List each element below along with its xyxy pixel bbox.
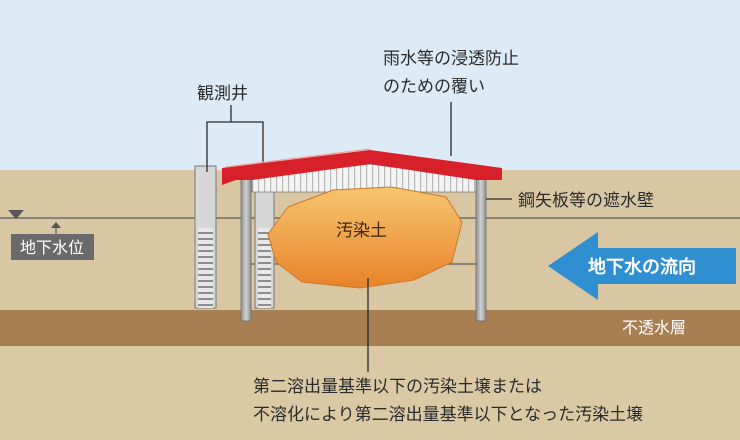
observation-well-callout-line (206, 121, 264, 172)
water-level-marker-icon (8, 210, 24, 219)
rain-cover-label-line2: のための覆い (383, 77, 485, 97)
steel-sheet-wall-label: 鋼矢板等の遮水壁 (518, 191, 654, 211)
contaminated-soil-label: 汚染土 (336, 221, 387, 241)
rain-cover-highlight (225, 148, 371, 168)
observation-well-label: 観測井 (197, 84, 248, 104)
groundwater-flow-arrow (548, 232, 736, 300)
steel-sheet-wall-right (475, 169, 487, 322)
groundwater-level-badge (11, 234, 94, 260)
lower-ground (0, 346, 740, 440)
caption-line1: 第二溶出量基準以下の汚染土壌または (253, 377, 542, 397)
sky (0, 0, 740, 170)
water-level-marker-small-icon (51, 222, 61, 228)
groundwater-flow-label: 地下水の流向 (588, 256, 696, 278)
impermeable-layer-label: 不透水層 (622, 318, 686, 337)
steel-sheet-wall-left (240, 174, 252, 322)
impermeable-layer (0, 310, 740, 346)
observation-well-screen (198, 228, 213, 308)
groundwater-level-label: 地下水位 (20, 238, 84, 257)
contaminated-soil-mass (267, 186, 463, 289)
rain-cover (222, 150, 502, 185)
rain-cover-label-line1: 雨水等の浸透防止 (383, 49, 519, 69)
caption-line2: 不溶化により第二溶出量基準以下となった汚染土壌 (253, 405, 643, 425)
observation-well-inner-screen (258, 228, 271, 308)
